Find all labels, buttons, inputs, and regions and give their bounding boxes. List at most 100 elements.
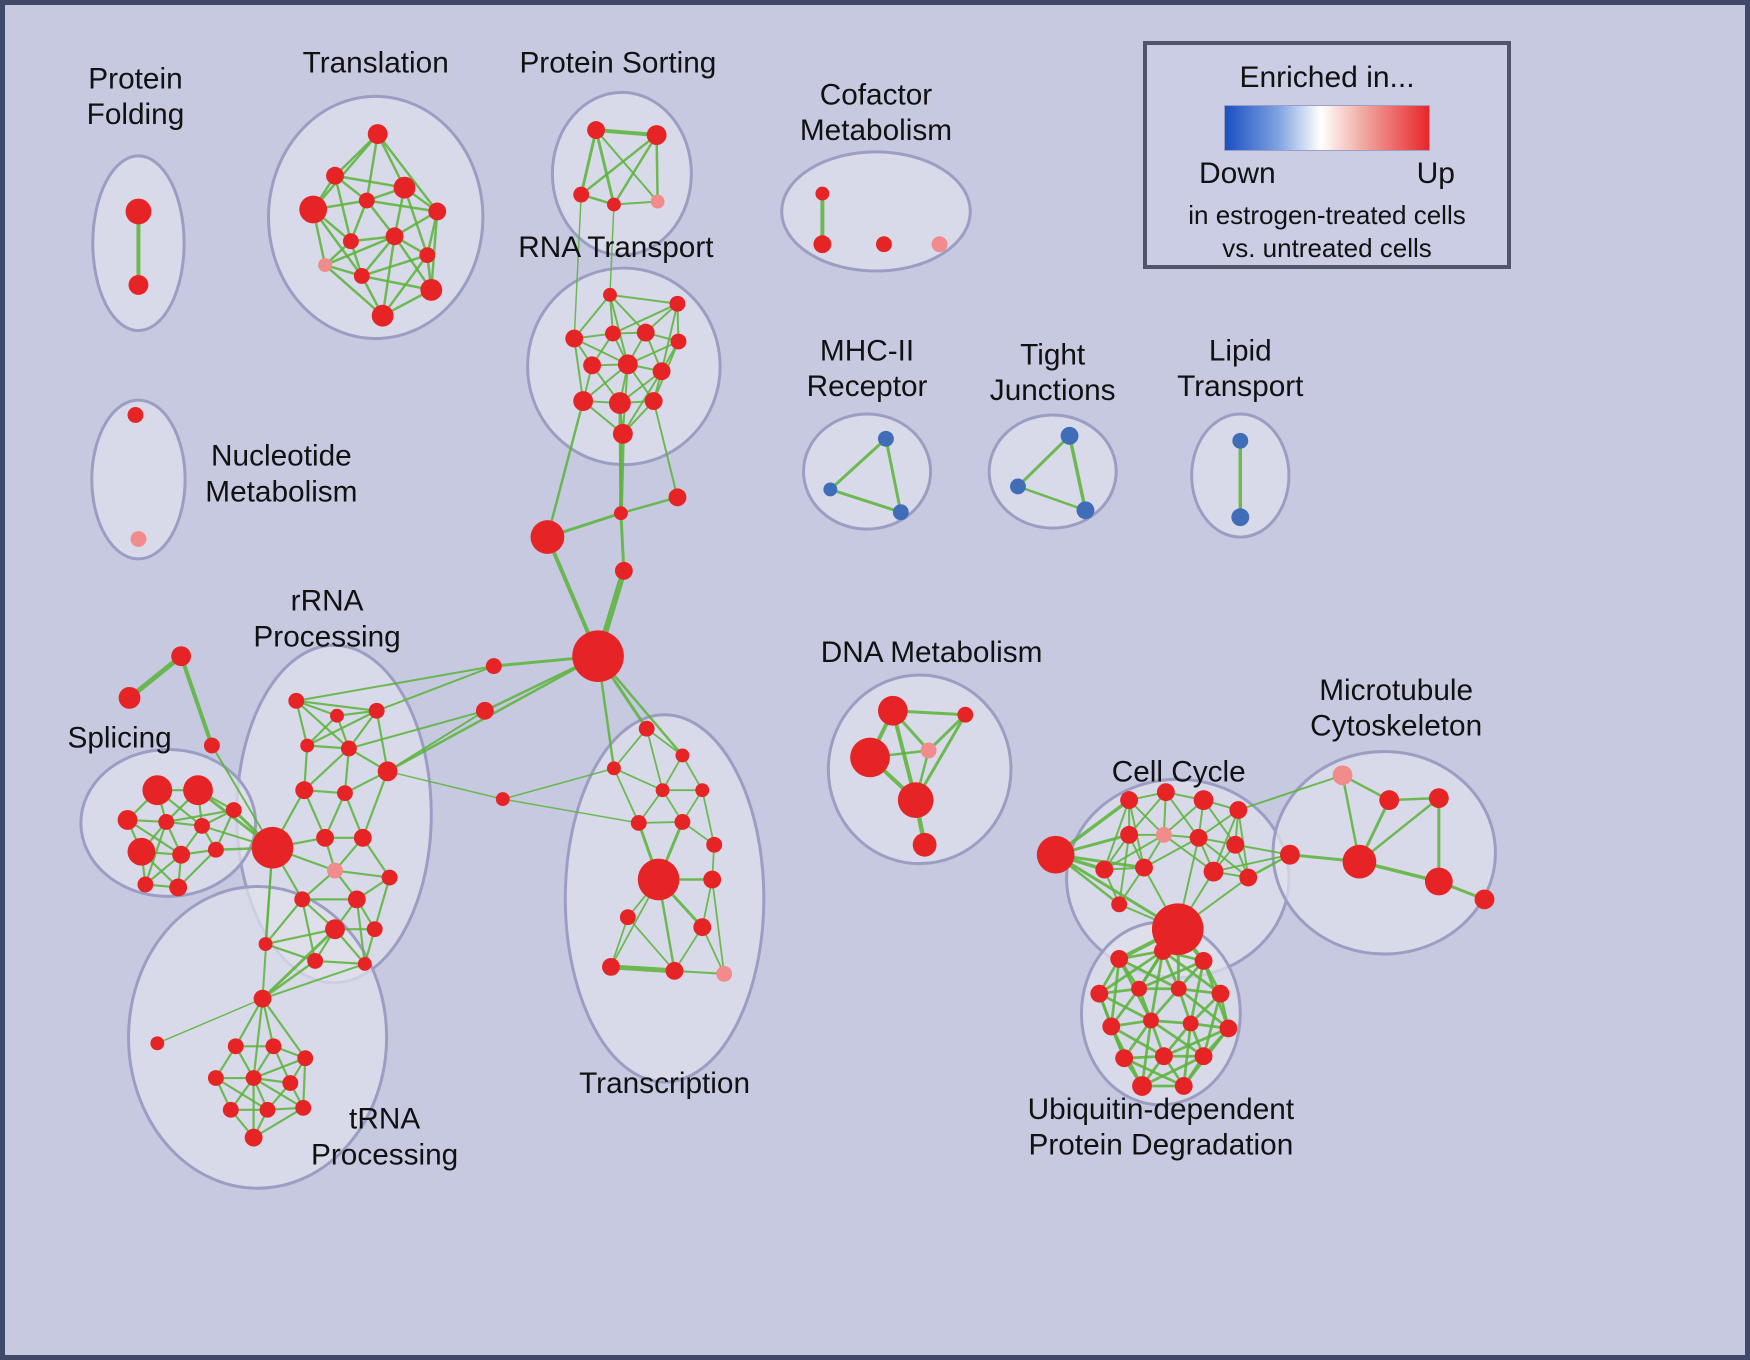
node-lt2 [1231, 508, 1250, 527]
edge-t13-t14 [608, 964, 677, 974]
edge-tr2-tr5 [333, 174, 406, 189]
node-mt1 [1332, 765, 1353, 786]
node-tn13 [150, 1036, 165, 1051]
node-t11 [619, 909, 636, 926]
node-rr2 [330, 708, 344, 723]
node-rt1 [603, 287, 617, 302]
cluster-label-lipid-transport: Lipid [1209, 334, 1272, 367]
edge-tr6-tr4 [365, 199, 439, 213]
cluster-label-rrna-processing: Processing [253, 620, 400, 653]
node-cc6 [1120, 825, 1139, 844]
node-tr7 [342, 233, 359, 250]
node-cc2 [1120, 791, 1139, 810]
node-c5 [614, 561, 633, 580]
edge-tn1-rr19 [261, 959, 317, 1000]
edge-tr1-tr6 [376, 132, 439, 213]
node-tn4 [297, 1050, 314, 1067]
cluster-label-trna-processing: Processing [311, 1138, 458, 1171]
node-ub9 [1143, 1012, 1159, 1029]
node-ps4 [606, 197, 621, 212]
node-rr5 [340, 740, 357, 757]
cluster-label-tight-junctions: Tight [1020, 338, 1086, 371]
node-tj3 [1076, 501, 1095, 520]
node-t4 [655, 783, 670, 798]
node-c2 [668, 488, 687, 507]
node-t13 [602, 957, 620, 976]
node-ft1 [171, 646, 192, 667]
node-tn9 [259, 1101, 276, 1118]
legend-gradient [1224, 105, 1430, 151]
edge-ub4-ub2 [1097, 949, 1165, 996]
node-rr18 [258, 937, 273, 951]
edge-tn1-rr16 [261, 927, 337, 1001]
node-hub [572, 630, 624, 682]
node-ub1 [1110, 950, 1129, 968]
node-rt12 [644, 392, 663, 410]
cluster-ellipse-microtubule-cytoskeleton [1271, 749, 1497, 956]
node-tr10 [318, 258, 333, 273]
edge-cc5-cc12 [1212, 809, 1240, 873]
node-cc5 [1229, 801, 1248, 819]
edge-rt11-c4 [618, 401, 623, 515]
edge-tn11-tn10 [252, 1106, 305, 1139]
node-ps5 [650, 194, 665, 209]
legend-down-label: Down [1199, 157, 1276, 190]
node-tn3 [265, 1038, 282, 1055]
node-ps3 [573, 186, 590, 203]
node-rr3 [368, 702, 385, 719]
node-rt13 [612, 423, 633, 444]
edge-rr3-rr6 [375, 709, 389, 773]
cluster-label-trna-processing: tRNA [349, 1103, 420, 1136]
node-sp5 [194, 817, 210, 834]
edge-rr19-rr20 [314, 959, 366, 965]
edge-ft1-ft2 [127, 653, 184, 701]
node-rr20 [357, 956, 372, 971]
edge-ps2-ps4 [612, 133, 658, 206]
edge-rr18-rr16 [264, 928, 337, 946]
cluster-ellipse-nucleotide-metabolism [90, 398, 187, 561]
node-cc8 [1189, 828, 1208, 847]
node-sp8 [172, 845, 191, 864]
node-ub7 [1211, 984, 1230, 1003]
cluster-label-dna-metabolism: DNA Metabolism [821, 636, 1043, 669]
edge-rt10-c3 [546, 399, 585, 539]
node-tr4 [358, 192, 375, 209]
node-tr1 [367, 124, 388, 144]
node-tj2 [1010, 478, 1026, 495]
node-mt2 [1379, 790, 1400, 811]
edge-rr15-rr17 [373, 876, 391, 931]
edge-c8-t6 [502, 798, 640, 824]
node-cf3 [875, 236, 892, 253]
node-c7 [475, 701, 494, 720]
node-tn11 [244, 1128, 263, 1147]
edge-rr6-c8 [386, 770, 504, 800]
edge-c6-rr3 [375, 665, 495, 712]
node-t15 [716, 965, 733, 982]
node-ub14 [1194, 1047, 1213, 1066]
node-rr9 [251, 826, 294, 869]
node-ft2 [118, 686, 141, 709]
node-c8 [495, 792, 510, 807]
node-sp10 [169, 878, 188, 897]
cluster-label-cell-cycle: Cell Cycle [1112, 755, 1246, 788]
node-ps1 [587, 121, 605, 140]
edge-rt13-rt9 [621, 370, 663, 435]
node-t12 [693, 918, 712, 937]
node-tr3 [299, 195, 328, 224]
node-cc11 [1135, 858, 1153, 877]
node-mh2 [823, 482, 838, 497]
edge-c6-rr1 [295, 665, 495, 702]
edge-mh1-mh2 [828, 437, 888, 491]
edge-tr10-tr13 [323, 263, 384, 317]
node-cc9 [1226, 835, 1245, 854]
node-ub15 [1132, 1076, 1152, 1096]
edge-cc10-cc7 [1103, 833, 1165, 871]
cluster-label-microtubule-cytoskeleton: Microtubule [1319, 674, 1473, 707]
edge-mh1-mh3 [884, 437, 903, 514]
node-cc3 [1156, 783, 1175, 802]
edge-tr10-tr8 [323, 235, 396, 267]
edge-c8-t3 [502, 767, 615, 800]
edge-t8-t5 [701, 789, 716, 846]
edge-cc3-cc6 [1128, 791, 1167, 836]
node-t3 [606, 761, 621, 776]
